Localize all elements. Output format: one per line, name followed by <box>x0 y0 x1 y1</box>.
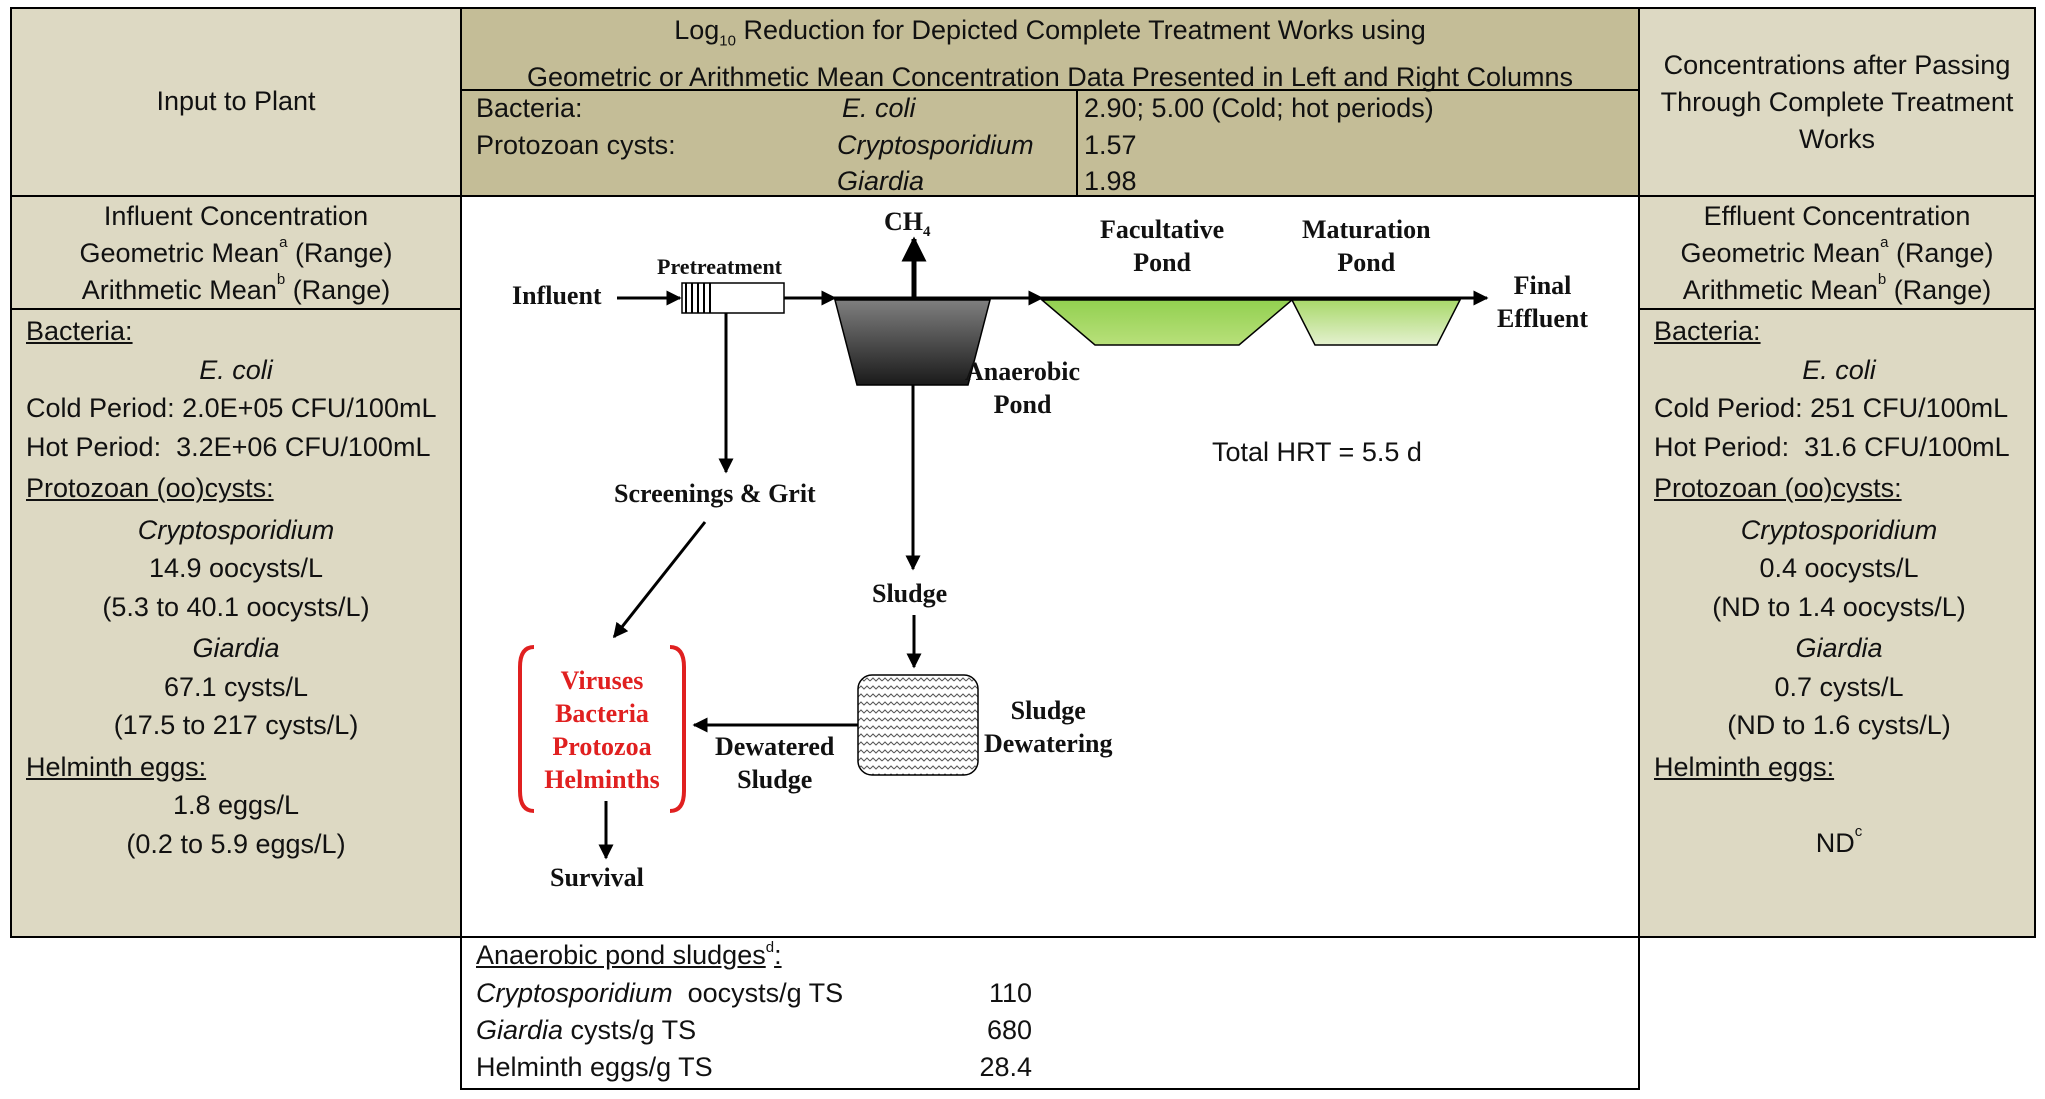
survival-label: Survival <box>550 863 644 892</box>
output-header: Concentrations after Passing Through Com… <box>1660 50 2014 154</box>
screenings-to-pathogens-arrow <box>612 521 707 639</box>
output-header-cell: Concentrations after Passing Through Com… <box>1638 7 2036 197</box>
crypto-value: 14.9 oocysts/L <box>148 553 324 583</box>
sludge-row: Giardia cysts/g TS <box>476 1015 697 1045</box>
hot-period-value: Hot Period: 3.2E+06 CFU/100mL <box>26 431 431 462</box>
giardia-label: Giardia <box>1795 633 1883 663</box>
screenings-grit-label: Screenings & Grit <box>614 479 816 508</box>
facultative-pond <box>1039 299 1295 346</box>
final-effluent-label: Final Effluent <box>1497 271 1588 333</box>
sludge-dewatering-label: Sludge Dewatering <box>984 696 1113 758</box>
log-row-value: 2.90; 5.00 (Cold; hot periods) <box>1084 93 1434 123</box>
input-header: Input to Plant <box>156 86 316 116</box>
sludge-label: Sludge <box>872 579 948 608</box>
log-row-group: Protozoan cysts: <box>476 130 676 160</box>
giardia-label: Giardia <box>192 633 280 663</box>
effluent-body-cell: Bacteria: E. coli Cold Period: 251 CFU/1… <box>1638 308 2036 938</box>
hrt-label: Total HRT = 5.5 d <box>1212 437 1422 467</box>
helminth-value: NDc <box>1815 823 1863 858</box>
maturation-pond-label: Maturation Pond <box>1302 215 1431 277</box>
crypto-label: Cryptosporidium <box>137 514 335 545</box>
cold-period-value: Cold Period: 251 CFU/100mL <box>1654 393 2009 423</box>
anaerobic-pond <box>834 299 991 386</box>
facultative-pond-label: Facultative Pond <box>1100 215 1225 277</box>
sludge-row-value: 110 <box>988 978 1032 1008</box>
sludge-row-value: 28.4 <box>979 1052 1032 1082</box>
input-header-cell: Input to Plant <box>10 7 462 197</box>
pathogen-item: Viruses <box>560 666 644 695</box>
helminth-value: 1.8 eggs/L <box>172 790 300 820</box>
log-reduction-header-cell: Log10 Reduction for Depicted Complete Tr… <box>460 7 1640 197</box>
pathogen-item: Protozoa <box>552 732 652 761</box>
giardia-value: 67.1 cysts/L <box>163 671 309 702</box>
divider <box>462 89 1638 91</box>
pathogen-item: Bacteria <box>555 699 649 728</box>
dewatered-sludge-label: Dewatered Sludge <box>715 732 835 794</box>
sludge-row: Helminth eggs/g TS <box>476 1052 713 1082</box>
bacteria-label: Bacteria: <box>26 316 133 346</box>
cold-period-value: Cold Period: 2.0E+05 CFU/100mL <box>26 393 437 423</box>
log-row-organism: Cryptosporidium <box>837 130 1034 160</box>
divider <box>1076 89 1078 195</box>
bracket-right <box>669 645 686 813</box>
maturation-pond <box>1290 299 1462 346</box>
protozoan-label: Protozoan (oo)cysts: <box>1654 473 1902 503</box>
diagram-canvas <box>518 236 1489 860</box>
influent-label: Influent <box>512 281 602 310</box>
bracket-left <box>518 645 535 813</box>
crypto-range: (ND to 1.4 oocysts/L) <box>1712 591 1966 622</box>
anaerobic-pond-label: Anaerobic Pond <box>965 357 1081 419</box>
log-row-organism: Giardia <box>837 166 925 196</box>
hot-period-value: Hot Period: 31.6 CFU/100mL <box>1654 431 2010 462</box>
log-row-value: 1.57 <box>1084 130 1137 160</box>
helminth-label: Helminth eggs: <box>1654 751 1835 782</box>
crypto-value: 0.4 oocysts/L <box>1759 553 1919 583</box>
protozoan-label: Protozoan (oo)cysts: <box>26 473 274 503</box>
log-row-value: 1.98 <box>1084 166 1137 196</box>
sludge-row: Cryptosporidium oocysts/g TS <box>476 978 844 1008</box>
effluent-header: Effluent Concentration Geometric Meana (… <box>1680 201 1994 305</box>
pretreatment-unit <box>681 282 785 314</box>
influent-header-cell: Influent Concentration Geometric Meana (… <box>10 195 462 310</box>
giardia-range: (17.5 to 217 cysts/L) <box>113 710 359 740</box>
helminth-range: (0.2 to 5.9 eggs/L) <box>126 828 346 859</box>
log-reduction-title: Log10 Reduction for Depicted Complete Tr… <box>526 15 1573 93</box>
crypto-range: (5.3 to 40.1 oocysts/L) <box>102 591 370 622</box>
sludge-table: Anaerobic pond sludgesd: Cryptosporidium… <box>460 936 1640 1090</box>
giardia-value: 0.7 cysts/L <box>1774 671 1904 702</box>
dewatering-unit <box>857 674 979 776</box>
treatment-diagram: Influent Pretreatment CH4 Facultative Po… <box>460 195 1640 938</box>
sludge-table-title: Anaerobic pond sludgesd: <box>476 939 782 970</box>
effluent-header-cell: Effluent Concentration Geometric Meana (… <box>1638 195 2036 310</box>
ch4-label: CH4 <box>884 207 931 241</box>
ecoli-label: E. coli <box>199 354 273 385</box>
pathogen-item: Helminths <box>544 765 660 794</box>
ecoli-label: E. coli <box>1802 354 1876 385</box>
giardia-range: (ND to 1.6 cysts/L) <box>1727 710 1951 740</box>
crypto-label: Cryptosporidium <box>1740 514 1938 545</box>
influent-body-cell: Bacteria: E. coli Cold Period: 2.0E+05 C… <box>10 308 462 938</box>
bacteria-label: Bacteria: <box>1654 316 1761 346</box>
pathogen-list: Viruses Bacteria Protozoa Helminths <box>532 664 672 796</box>
influent-header: Influent Concentration Geometric Meana (… <box>79 201 393 305</box>
sludge-row-value: 680 <box>986 1015 1032 1045</box>
log-row-group: Bacteria: <box>476 93 583 123</box>
pretreatment-label: Pretreatment <box>657 254 783 279</box>
log-row-organism: E. coli <box>842 93 916 123</box>
helminth-label: Helminth eggs: <box>26 751 207 782</box>
